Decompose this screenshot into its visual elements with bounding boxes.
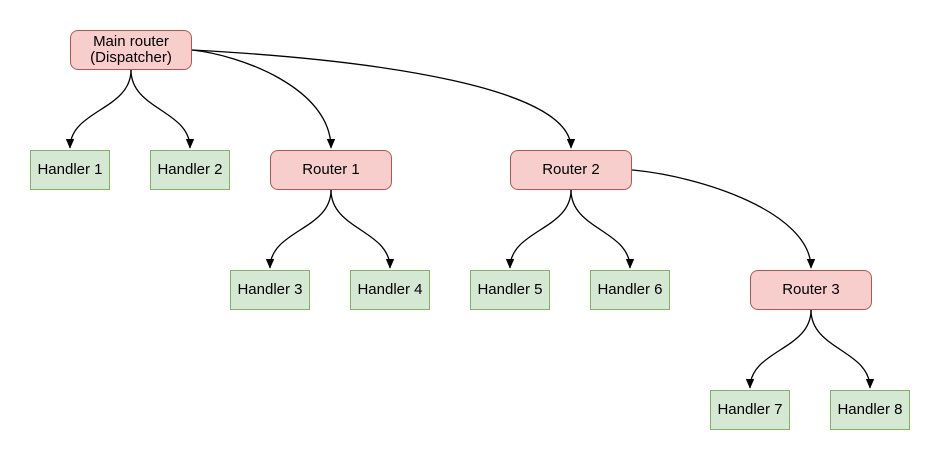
node-main-router: Main router (Dispatcher) [70,30,192,70]
node-router-3: Router 3 [750,270,872,310]
node-router-2: Router 2 [510,150,632,190]
edge-router-1-to-handler-4 [330,189,395,269]
node-label: Handler 6 [597,281,663,298]
node-label-line: Main router [93,33,169,50]
node-label: Router 3 [782,281,840,298]
node-handler-2: Handler 2 [150,150,230,190]
node-label-line: (Dispatcher) [90,49,172,66]
edge-router-3-to-handler-8 [810,309,875,389]
node-label: Handler 8 [837,401,903,418]
node-handler-1: Handler 1 [30,150,110,190]
node-handler-3: Handler 3 [230,270,310,310]
node-handler-8: Handler 8 [830,390,910,430]
node-label: Handler 7 [717,401,783,418]
edge-router-2-to-handler-6 [570,189,635,269]
node-handler-5: Handler 5 [470,270,550,310]
node-label: Handler 1 [37,161,103,178]
edge-main-router-to-router-2 [191,49,576,149]
node-handler-7: Handler 7 [710,390,790,430]
node-router-1: Router 1 [270,150,392,190]
node-handler-6: Handler 6 [590,270,670,310]
node-handler-4: Handler 4 [350,270,430,310]
node-label: Handler 4 [357,281,423,298]
node-label: Handler 5 [477,281,543,298]
edge-main-router-to-handler-1 [65,69,132,149]
node-label: Handler 2 [157,161,223,178]
node-label: Router 2 [542,161,600,178]
node-label: Router 1 [302,161,360,178]
edge-router-1-to-handler-3 [265,189,332,269]
node-label: Handler 3 [237,281,303,298]
edge-router-2-to-router-3 [631,169,816,269]
edge-main-router-to-handler-2 [130,69,195,149]
edge-router-3-to-handler-7 [745,309,812,389]
edge-router-2-to-handler-5 [505,189,572,269]
edge-main-router-to-router-1 [191,49,336,149]
